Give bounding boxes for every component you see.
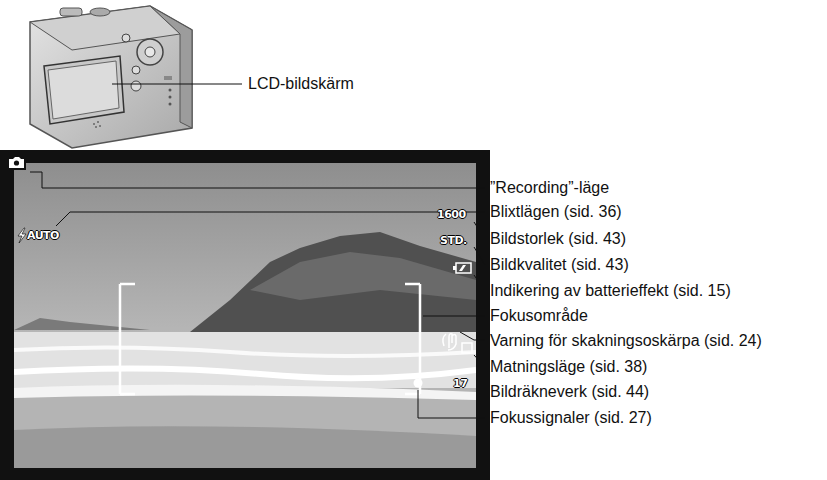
screen-readout: 1600 [437, 209, 466, 221]
part-name: Bildstorlek (sid. 43) [490, 230, 626, 248]
part-name: Fokussignaler (sid. 27) [490, 409, 652, 427]
part-name: LCD-bildskärm [248, 75, 354, 93]
part-name: Bildräkneverk (sid. 44) [490, 383, 649, 401]
lcd-frame [0, 150, 490, 480]
part-name: Matningsläge (sid. 38) [490, 358, 647, 376]
part-name: Blixtlägen (sid. 36) [490, 203, 622, 221]
part-name: Fokusområde [490, 307, 588, 325]
screen-readout: STD. [440, 235, 467, 247]
beach-photo [14, 163, 476, 468]
part-name: Indikering av batterieffekt (sid. 15) [490, 282, 731, 300]
osd-symbols [6, 154, 472, 394]
part-name: Bildkvalitet (sid. 43) [490, 256, 629, 274]
screen-readout: 17 [453, 378, 467, 390]
camera-drawing [30, 6, 242, 148]
screen-readout: AUTO [27, 230, 59, 242]
leader-lines [30, 172, 485, 418]
part-name: Varning för skakningsoskärpa (sid. 24) [490, 332, 762, 350]
part-name: ”Recording”-läge [490, 179, 609, 197]
